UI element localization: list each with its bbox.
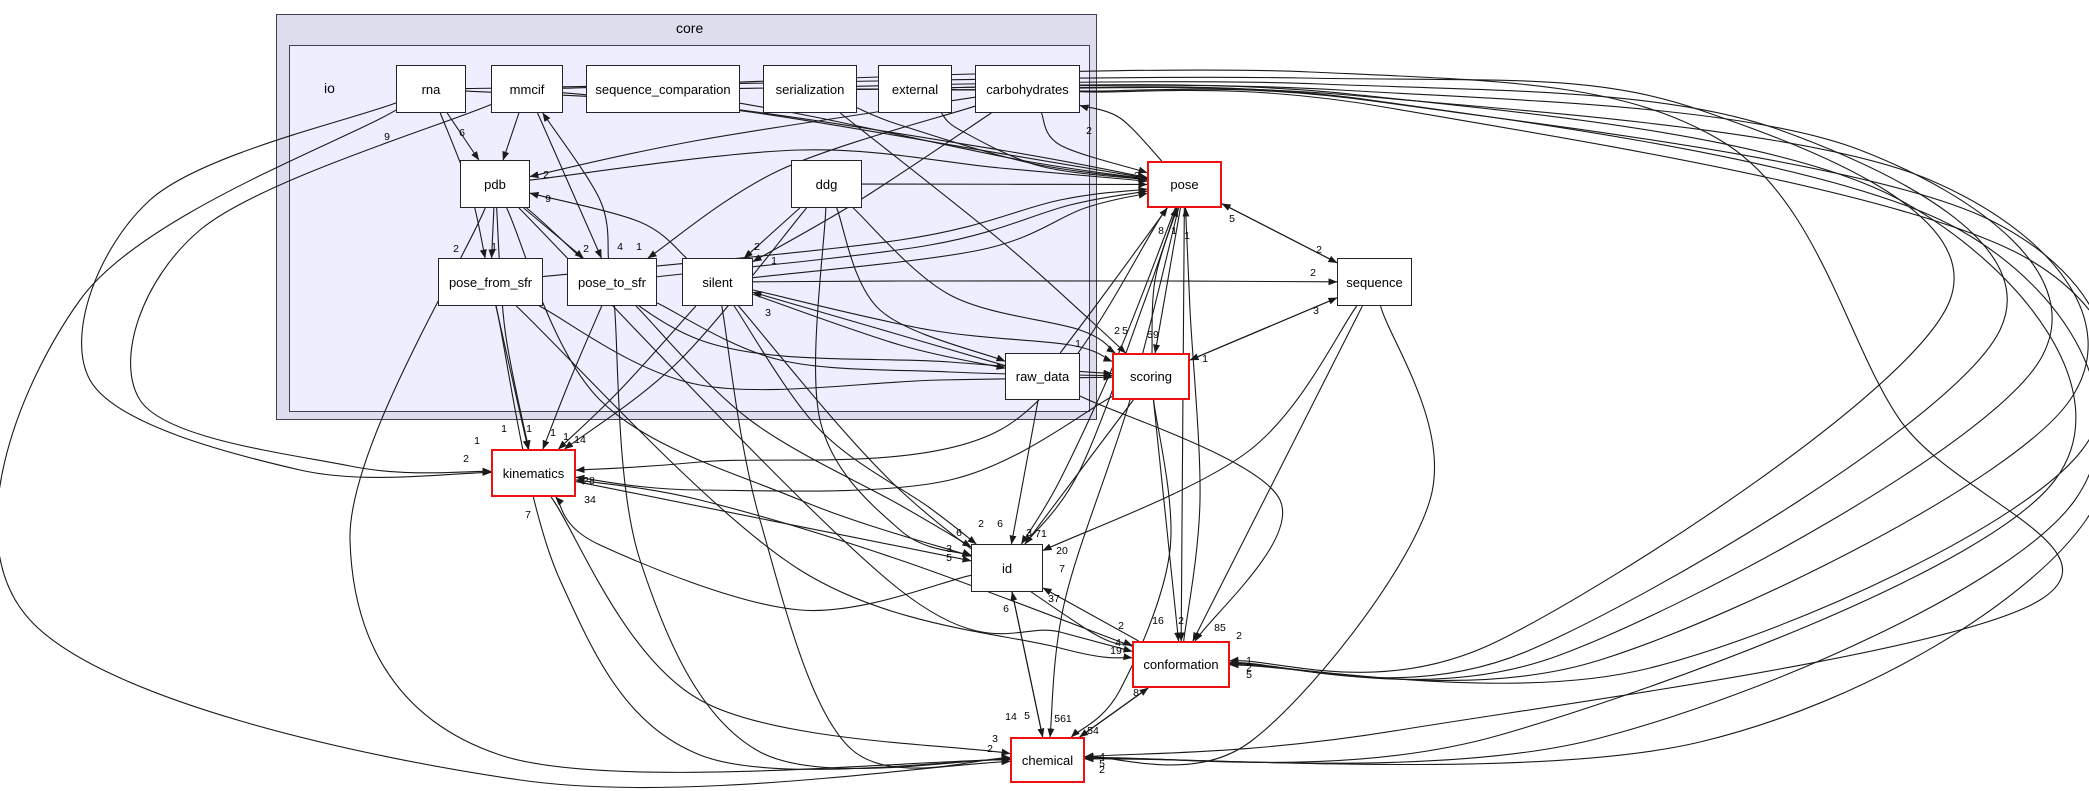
edge-raw_data-conformation [1079, 395, 1284, 642]
edge-count-label: 1 [501, 423, 507, 435]
edge-count-label: 5 [1122, 325, 1128, 337]
edge-count-label: 8 [1133, 687, 1139, 699]
edge-count-label: 59 [1147, 329, 1159, 341]
node-pose[interactable]: pose [1147, 161, 1222, 208]
node-chemical[interactable]: chemical [1010, 737, 1085, 783]
node-silent[interactable]: silent [682, 258, 753, 306]
edge-count-label: 2 [754, 241, 760, 253]
edge-count-label: 5 [1246, 669, 1252, 681]
edge-kinematics-chemical [550, 496, 1011, 756]
edge-count-label: 2 [583, 243, 589, 255]
edge-carbohydrates-chemical [1079, 89, 2089, 766]
edge-count-label: 71 [1035, 528, 1047, 540]
edge-count-label: 6 [459, 127, 465, 139]
edge-count-label: 8 [1158, 225, 1164, 237]
edge-count-label: 3 [1313, 305, 1319, 317]
edge-count-label: 3 [765, 307, 771, 319]
edge-count-label: 2 [1236, 630, 1242, 642]
edge-count-label: 5 [1229, 213, 1235, 225]
edge-count-label: 1 [550, 427, 556, 439]
edge-count-label: 2 [1316, 244, 1322, 256]
edge-count-label: 1 [474, 435, 480, 447]
node-pdb[interactable]: pdb [460, 160, 530, 208]
edge-scoring-conformation [1152, 399, 1182, 642]
node-mmcif[interactable]: mmcif [491, 65, 563, 113]
edge-count-label: 2 [978, 518, 984, 530]
edge-external-chemical [951, 86, 2089, 764]
edge-count-label: 85 [1214, 622, 1226, 634]
edge-count-label: 5 [1024, 710, 1030, 722]
edge-count-label: 14 [1005, 711, 1017, 723]
edge-count-label: 2 [1134, 170, 1140, 182]
node-serialization[interactable]: serialization [763, 65, 857, 113]
edge-count-label: 14 [574, 434, 586, 446]
edge-count-label: 7 [1059, 563, 1065, 575]
node-pose_from_sfr[interactable]: pose_from_sfr [438, 258, 543, 306]
node-id[interactable]: id [971, 544, 1043, 592]
edge-id-kinematics [555, 496, 972, 612]
edge-count-label: 2 [1178, 615, 1184, 627]
edge-count-label: 2 [1086, 125, 1092, 137]
edge-count-label: 54 [1087, 725, 1099, 737]
edge-count-label: 6 [997, 518, 1003, 530]
cluster-io-label: io [324, 80, 335, 96]
edge-count-label: 5 [946, 552, 952, 564]
edge-count-label: 9 [384, 131, 390, 143]
edge-kinematics-id [575, 480, 972, 563]
edge-count-label: 1 [526, 423, 532, 435]
edge-count-label: 20 [1056, 545, 1068, 557]
edge-count-label: 19 [1110, 645, 1122, 657]
edge-count-label: 28 [583, 475, 595, 487]
edge-count-label: 2 [1118, 620, 1124, 632]
edge-count-label: 2 [1114, 325, 1120, 337]
edge-raw_data-id [1009, 399, 1039, 545]
node-sequence[interactable]: sequence [1337, 258, 1412, 306]
edge-sequence-conformation [1192, 305, 1363, 642]
node-kinematics[interactable]: kinematics [491, 449, 576, 497]
edge-count-label: 1 [1202, 353, 1208, 365]
edge-pose-conformation [1177, 207, 1185, 642]
edge-count-label: 34 [584, 494, 596, 506]
cluster-core-label: core [676, 20, 704, 36]
edge-count-label: 2 [987, 743, 993, 755]
edge-count-label: 9 [545, 193, 551, 205]
edge-conformation-kinematics [575, 477, 1133, 647]
node-carbohydrates[interactable]: carbohydrates [975, 65, 1080, 113]
edge-count-label: 7 [525, 509, 531, 521]
edge-count-label: 6 [956, 527, 962, 539]
edge-count-label: 1 [1075, 338, 1081, 350]
edge-count-label: 2 [543, 169, 549, 181]
edge-count-label: 37 [1048, 593, 1060, 605]
edge-count-label: 3 [1026, 527, 1032, 539]
edge-count-label: 2 [463, 453, 469, 465]
edge-count-label: 1 [491, 241, 497, 253]
edge-count-label: 1 [1184, 230, 1190, 242]
edge-count-label: 2 [1310, 267, 1316, 279]
edge-scoring-id [1024, 399, 1134, 545]
edge-count-label: 561 [1054, 713, 1072, 725]
edge-count-label: 1 [771, 255, 777, 267]
node-scoring[interactable]: scoring [1112, 353, 1190, 400]
node-external[interactable]: external [878, 65, 952, 113]
edge-carbohydrates-conformation [1079, 88, 2089, 684]
edge-count-label: 2 [1099, 764, 1105, 776]
edge-count-label: 1 [1171, 225, 1177, 237]
node-ddg[interactable]: ddg [791, 160, 862, 208]
edge-count-label: 1 [563, 431, 569, 443]
edge-count-label: 2 [453, 243, 459, 255]
node-sequence_comparation[interactable]: sequence_comparation [586, 65, 740, 113]
edge-count-label: 1 [636, 241, 642, 253]
edge-count-label: 16 [1152, 615, 1164, 627]
node-pose_to_sfr[interactable]: pose_to_sfr [567, 258, 657, 306]
edge-conformation-pose [1182, 207, 1201, 642]
edge-count-label: 6 [1003, 603, 1009, 615]
node-raw_data[interactable]: raw_data [1005, 353, 1080, 400]
node-conformation[interactable]: conformation [1132, 641, 1230, 688]
edge-count-label: 4 [617, 241, 623, 253]
node-rna[interactable]: rna [396, 65, 466, 113]
